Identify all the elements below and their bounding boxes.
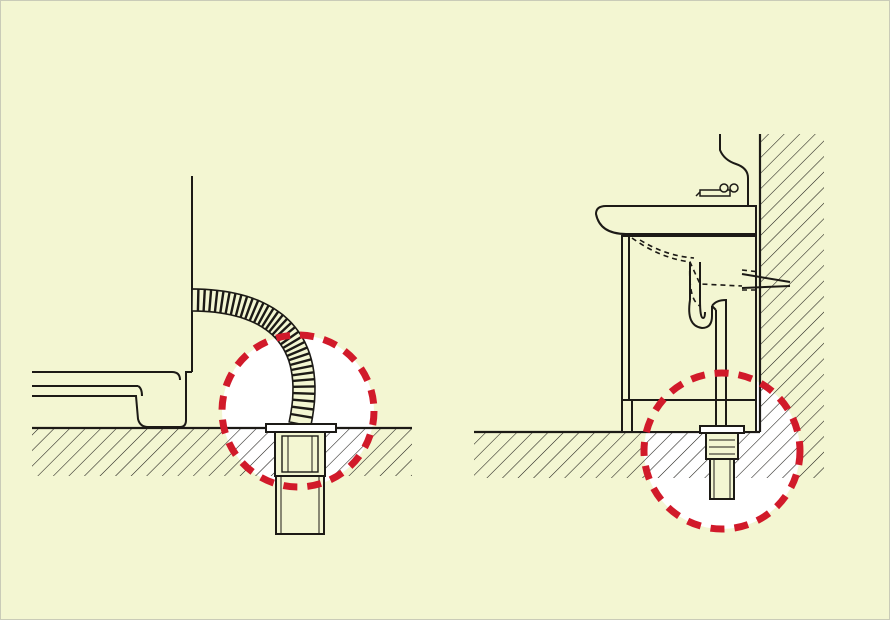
hose-rib bbox=[248, 299, 260, 322]
hose-rib bbox=[213, 290, 219, 313]
hose-rib bbox=[196, 289, 200, 312]
hose-rib bbox=[260, 307, 275, 328]
hose-rib bbox=[208, 289, 213, 312]
floor-drain-right-icon bbox=[699, 425, 745, 500]
hose-rib bbox=[268, 314, 284, 333]
hose-rib bbox=[292, 391, 315, 395]
washing-machine-drain-panel bbox=[32, 176, 412, 535]
hose-rib bbox=[292, 378, 315, 383]
sink-trap-icon bbox=[688, 262, 791, 428]
floor-left bbox=[32, 426, 412, 476]
hose-rib bbox=[291, 371, 315, 377]
hose-rib bbox=[292, 398, 315, 403]
hose-rib bbox=[284, 340, 306, 353]
corrugated-hose-icon bbox=[191, 288, 316, 428]
hose-rib bbox=[286, 346, 308, 358]
washbasin-drain-panel bbox=[474, 134, 824, 533]
washing-machine-icon bbox=[32, 176, 193, 428]
washbasin-icon bbox=[594, 134, 757, 235]
hose-rib bbox=[282, 335, 303, 350]
hidden-bowl-outline bbox=[631, 237, 761, 307]
hose-rib bbox=[244, 297, 254, 320]
hose-rib bbox=[291, 405, 314, 411]
hose-rib bbox=[290, 364, 314, 372]
hose-rib bbox=[290, 412, 313, 419]
hose-rib bbox=[252, 302, 265, 324]
wall-right bbox=[758, 134, 824, 478]
highlight-ring-left bbox=[218, 331, 378, 491]
hose-rib bbox=[224, 291, 231, 315]
hose-rib bbox=[234, 294, 243, 317]
hose-rib bbox=[257, 304, 270, 326]
hose-rib bbox=[239, 296, 249, 318]
hose-rib bbox=[271, 317, 289, 336]
hose-rib bbox=[264, 310, 280, 331]
hose-rib bbox=[288, 352, 310, 362]
hose-rib bbox=[289, 358, 312, 367]
hose-rib bbox=[219, 291, 225, 314]
hose-rib bbox=[229, 293, 237, 316]
hose-rib bbox=[202, 289, 206, 312]
highlight-ring-right bbox=[640, 369, 804, 533]
